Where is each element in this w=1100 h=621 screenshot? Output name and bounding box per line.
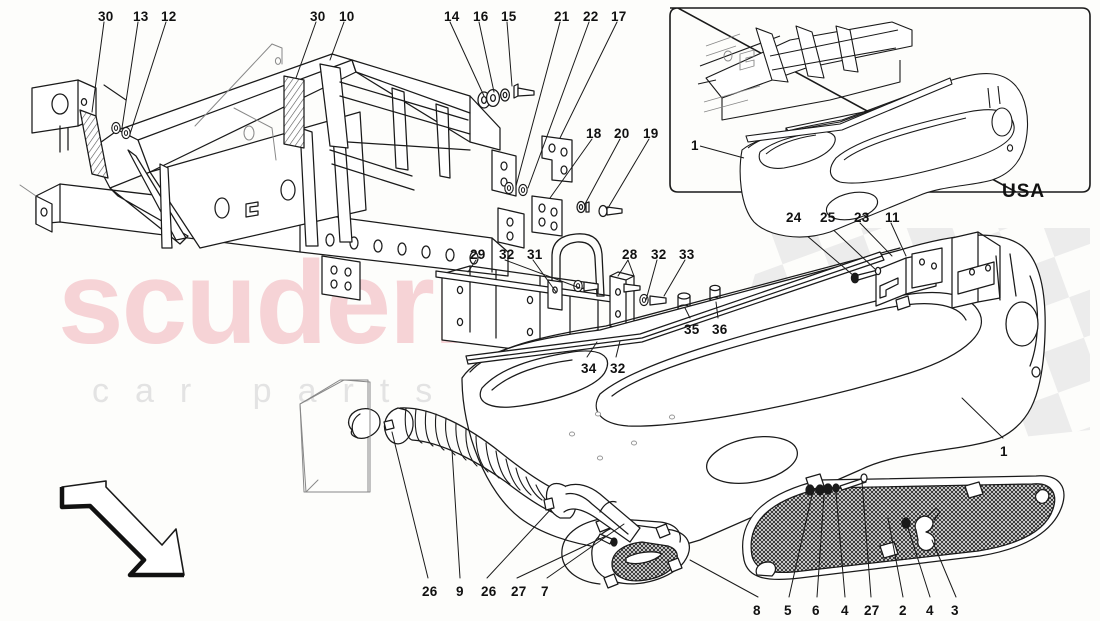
callout-label: 35 xyxy=(684,322,700,337)
callout-label: 1 xyxy=(1000,444,1008,459)
callout-label: 27 xyxy=(864,603,880,618)
callout-label: 24 xyxy=(786,210,802,225)
callout-label: 31 xyxy=(527,247,543,262)
callout-label: 6 xyxy=(812,603,820,618)
callout-label: 14 xyxy=(444,9,460,24)
callout-label: 27 xyxy=(511,584,527,599)
inset-callout-label: 1 xyxy=(691,138,699,153)
callout-label: 4 xyxy=(926,603,934,618)
callout-label: 3 xyxy=(951,603,959,618)
callout-label: 11 xyxy=(885,210,900,225)
callout-label: 36 xyxy=(712,322,728,337)
callout-label: 21 xyxy=(554,9,570,24)
callout-label: 23 xyxy=(854,210,870,225)
inset-usa-box xyxy=(669,7,1091,193)
fastener-group-19-20 xyxy=(576,200,623,218)
inset-artwork xyxy=(697,21,1029,238)
bracket-17 xyxy=(541,135,573,183)
callout-label: 32 xyxy=(499,247,515,262)
front-bumper-main xyxy=(461,234,1046,551)
plate-18 xyxy=(531,195,563,237)
callout-label: 16 xyxy=(473,9,489,24)
callout-label: 8 xyxy=(753,603,761,618)
callout-label: 30 xyxy=(98,9,114,24)
leader-lines xyxy=(91,21,1004,598)
inset-usa-label: USA xyxy=(1002,181,1046,202)
callout-label: 33 xyxy=(679,247,695,262)
bumper-mount-bracket-11 xyxy=(850,231,1001,311)
callout-label: 22 xyxy=(583,9,599,24)
callout-label: 25 xyxy=(820,210,836,225)
callout-label: 20 xyxy=(614,126,630,141)
callout-label: 9 xyxy=(456,584,464,599)
callout-label: 29 xyxy=(470,247,486,262)
callout-label: 13 xyxy=(133,9,149,24)
chassis-frame xyxy=(19,43,525,493)
lower-central-grille xyxy=(742,473,1065,581)
callout-label: 26 xyxy=(481,584,497,599)
callout-label: 26 xyxy=(422,584,438,599)
callout-label: 10 xyxy=(339,9,355,24)
callout-label: 5 xyxy=(784,603,792,618)
direction-arrow xyxy=(59,480,185,578)
callout-label: 32 xyxy=(651,247,667,262)
callout-label: 15 xyxy=(501,9,517,24)
callout-label: 17 xyxy=(611,9,627,24)
callout-label: 18 xyxy=(586,126,602,141)
air-duct-hose xyxy=(348,407,641,547)
fastener-group-14-16-15 xyxy=(477,83,535,109)
callout-label: 19 xyxy=(643,126,659,141)
callout-label: 32 xyxy=(610,361,626,376)
strap-31 xyxy=(547,233,605,311)
fastener-group-left xyxy=(103,84,131,140)
callout-label: 34 xyxy=(581,361,597,376)
callout-label: 7 xyxy=(541,584,549,599)
callout-label: 28 xyxy=(622,247,638,262)
callout-label: 4 xyxy=(841,603,849,618)
callout-label: 2 xyxy=(899,603,907,618)
callout-label: 12 xyxy=(161,9,177,24)
watermark-car-parts: car parts xyxy=(92,372,459,410)
callout-label: 30 xyxy=(310,9,326,24)
